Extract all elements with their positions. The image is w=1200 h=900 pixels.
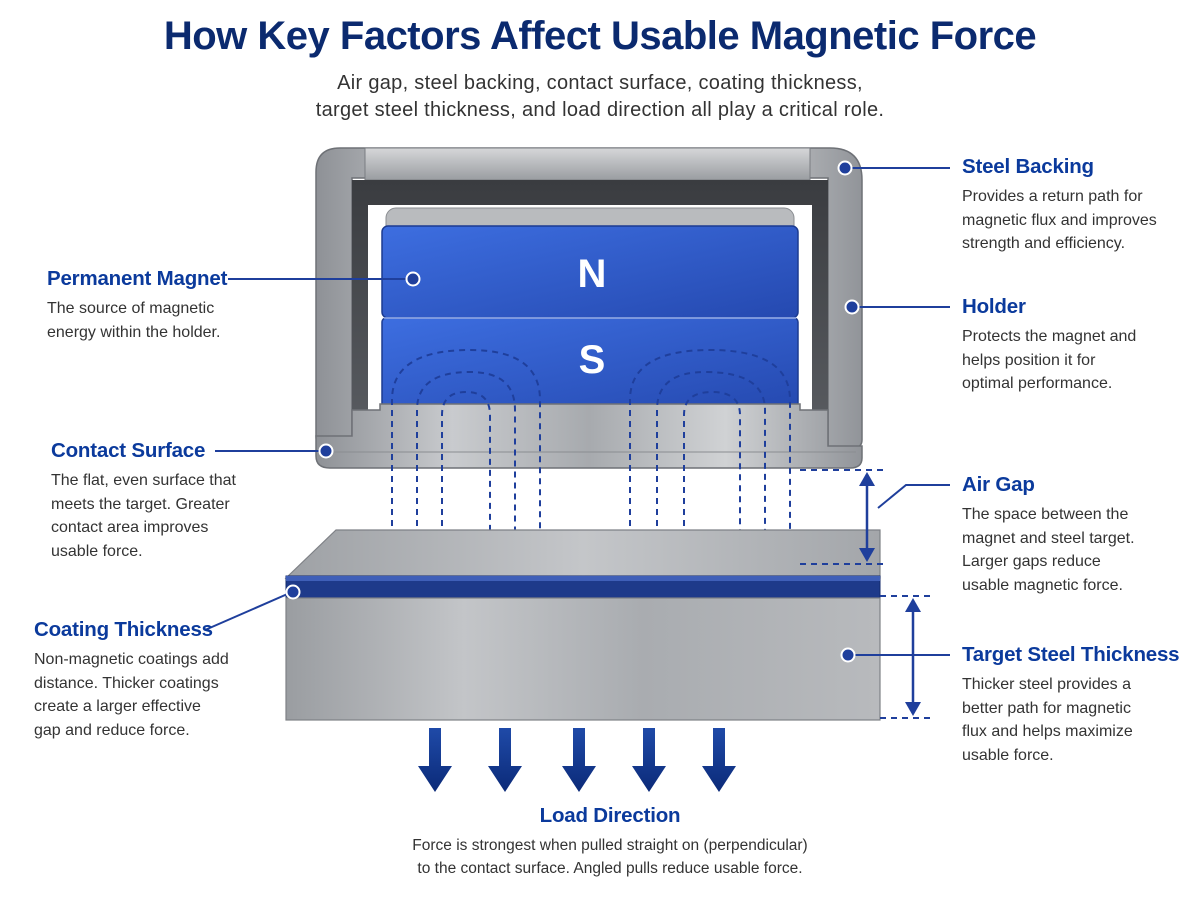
holder-description: Protects the magnet and helps position i…: [962, 325, 1136, 396]
target-steel-top-face: [284, 529, 881, 579]
target-steel-front-face: [285, 597, 881, 721]
holder-title: Holder: [962, 295, 1026, 318]
coating-thickness-line-2: distance. Thicker coatings: [34, 674, 219, 692]
target-steel-thickness-description: Thicker steel provides a better path for…: [962, 673, 1179, 767]
contact-surface-line-3: contact area improves: [51, 519, 209, 536]
permanent-magnet-line-1: The source of magnetic: [47, 300, 215, 317]
coating-highlight: [286, 576, 880, 581]
diagram-subtitle: Air gap, steel backing, contact surface,…: [200, 70, 1000, 124]
air-gap-line-4: usable magnetic force.: [962, 576, 1123, 594]
dot-target-steel: [840, 647, 856, 663]
target-steel-line-1: Thicker steel provides a: [962, 676, 1131, 693]
holder-line-2: helps position it for: [962, 351, 1096, 369]
callout-load-direction: Load Direction Force is strongest when p…: [330, 804, 890, 880]
holder-top-band: [364, 147, 811, 181]
diagram-title: How Key Factors Affect Usable Magnetic F…: [163, 14, 1037, 58]
target-steel-line-3: flux and helps maximize: [962, 723, 1133, 740]
load-arrow-4: [632, 728, 666, 792]
steel-backing-title: Steel Backing: [962, 155, 1094, 178]
coating-thickness-title: Coating Thickness: [34, 618, 213, 641]
air-gap-line-3: Larger gaps reduce: [962, 553, 1101, 570]
steel-backing-line-2: magnetic flux and improves: [962, 211, 1157, 229]
air-gap-line-1: The space between the: [962, 506, 1129, 523]
callout-holder: Holder Protects the magnet and helps pos…: [962, 295, 1136, 396]
target-steel: [284, 529, 881, 721]
air-gap-title: Air Gap: [962, 473, 1035, 496]
leader-dots: [285, 160, 860, 663]
callout-air-gap: Air Gap The space between the magnet and…: [962, 473, 1135, 597]
steel-backing-description: Provides a return path for magnetic flux…: [962, 185, 1157, 256]
permanent-magnet-description: The source of magnetic energy within the…: [47, 297, 227, 344]
target-steel-line-4: usable force.: [962, 746, 1054, 764]
dot-permanent-magnet: [405, 271, 421, 287]
coating-thickness-description: Non-magnetic coatings add distance. Thic…: [34, 648, 229, 742]
holder-line-3: optimal performance.: [962, 375, 1113, 392]
target-steel-line-2: better path for magnetic: [962, 699, 1131, 717]
load-arrow-2: [488, 728, 522, 792]
flux-lines: [391, 348, 791, 548]
dot-coating-thickness: [285, 584, 301, 600]
contact-surface-plate: [315, 403, 863, 469]
load-direction-arrows: [418, 728, 736, 792]
leader-coating-thickness: [204, 591, 293, 631]
coating-thickness-line-3: create a larger effective: [34, 698, 201, 715]
load-arrow-3: [562, 728, 596, 792]
dot-holder: [844, 299, 860, 315]
contact-surface-line-1: The flat, even surface that: [51, 472, 236, 489]
callout-coating-thickness: Coating Thickness Non-magnetic coatings …: [34, 618, 229, 742]
load-direction-line-1: Force is strongest when pulled straight …: [412, 837, 808, 854]
air-gap-line-2: magnet and steel target.: [962, 529, 1135, 547]
north-pole-label: N: [578, 252, 607, 296]
callout-contact-surface: Contact Surface The flat, even surface t…: [51, 439, 236, 563]
leader-lines: [204, 167, 950, 656]
coating-thickness-line-1: Non-magnetic coatings add: [34, 651, 229, 668]
holder-line-1: Protects the magnet and: [962, 328, 1137, 345]
load-arrow-1: [418, 728, 452, 792]
leader-air-gap: [877, 484, 950, 509]
steel-backing-line-1: Provides a return path for: [962, 188, 1143, 205]
steel-backing-line-3: strength and efficiency.: [962, 235, 1126, 252]
subtitle-line-1: Air gap, steel backing, contact surface,…: [337, 72, 863, 94]
contact-surface-description: The flat, even surface that meets the ta…: [51, 469, 236, 563]
contact-surface-title: Contact Surface: [51, 439, 206, 462]
target-thickness-dimension: [880, 595, 934, 719]
load-direction-title: Load Direction: [539, 804, 681, 827]
air-gap-dimension: [800, 469, 884, 565]
load-direction-line-2: to the contact surface. Angled pulls red…: [417, 860, 803, 877]
contact-surface-line-4: usable force.: [51, 542, 143, 560]
dot-contact-surface: [318, 443, 334, 459]
callout-permanent-magnet: Permanent Magnet The source of magnetic …: [47, 267, 227, 344]
contact-surface-line-2: meets the target. Greater: [51, 495, 230, 513]
permanent-magnet-title: Permanent Magnet: [47, 267, 228, 290]
target-steel-thickness-title: Target Steel Thickness: [962, 643, 1180, 666]
subtitle-line-2: target steel thickness, and load directi…: [315, 99, 885, 121]
load-direction-description: Force is strongest when pulled straight …: [330, 834, 890, 880]
permanent-magnet-line-2: energy within the holder.: [47, 323, 221, 341]
air-gap-description: The space between the magnet and steel t…: [962, 503, 1135, 597]
south-pole-label: S: [579, 338, 606, 382]
load-arrow-5: [702, 728, 736, 792]
dot-steel-backing: [837, 160, 853, 176]
permanent-magnet: N S: [381, 225, 799, 411]
coating-thickness-line-4: gap and reduce force.: [34, 721, 190, 739]
callout-steel-backing: Steel Backing Provides a return path for…: [962, 155, 1157, 256]
callout-target-steel-thickness: Target Steel Thickness Thicker steel pro…: [962, 643, 1180, 767]
